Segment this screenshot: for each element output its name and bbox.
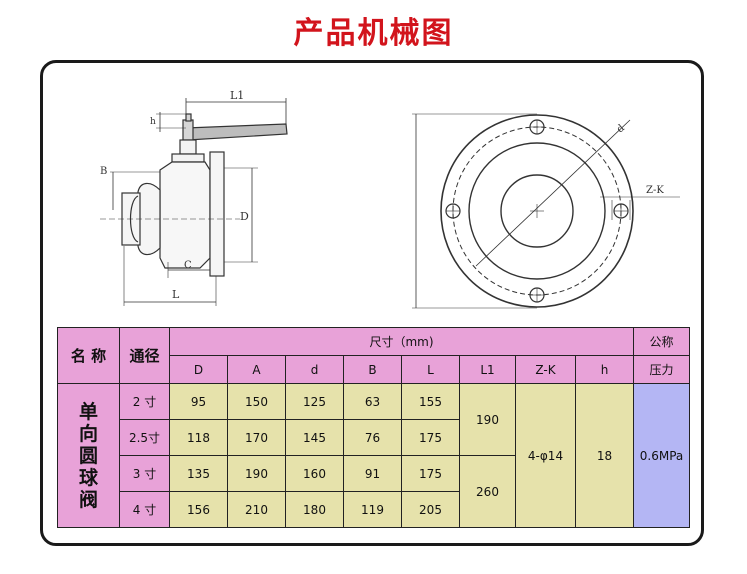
cell-a: 150 <box>227 383 286 420</box>
header-h: h <box>575 355 634 384</box>
bore-cell: 4 寸 <box>119 491 170 528</box>
product-char: 球 <box>78 466 98 489</box>
cell-d-small: 180 <box>285 491 344 528</box>
bore-cell: 2.5寸 <box>119 419 170 456</box>
product-char: 向 <box>78 422 98 445</box>
cell-a: 210 <box>227 491 286 528</box>
cell-l: 155 <box>401 383 460 420</box>
cell-a: 190 <box>227 455 286 492</box>
product-char: 圆 <box>78 444 98 467</box>
header-pressure-2: 压力 <box>633 355 690 384</box>
header-b: B <box>343 355 402 384</box>
cell-d: 118 <box>169 419 228 456</box>
label-b: B <box>100 166 107 177</box>
cell-a: 170 <box>227 419 286 456</box>
cell-zk: 4-φ14 <box>515 383 576 528</box>
label-l: L <box>172 288 180 301</box>
header-d-small: d <box>285 355 344 384</box>
header-name: 名 称 <box>57 327 120 384</box>
page-title: 产品机械图 <box>293 16 454 51</box>
product-char: 阀 <box>78 488 98 511</box>
header-size-group: 尺寸（mm) <box>169 327 634 356</box>
cell-d: 135 <box>169 455 228 492</box>
cell-l1-top: 190 <box>459 383 516 456</box>
cell-l: 175 <box>401 419 460 456</box>
cell-b: 119 <box>343 491 402 528</box>
cell-d-small: 125 <box>285 383 344 420</box>
header-zk: Z-K <box>515 355 576 384</box>
label-zk: Z-K <box>646 185 664 196</box>
label-c: C <box>184 260 192 271</box>
cell-b: 91 <box>343 455 402 492</box>
side-view <box>100 98 288 306</box>
cell-b: 76 <box>343 419 402 456</box>
label-l1: L1 <box>230 89 244 102</box>
cell-b: 63 <box>343 383 402 420</box>
header-bore: 通径 <box>119 327 170 384</box>
cell-l1-bottom: 260 <box>459 455 516 528</box>
cell-l: 175 <box>401 455 460 492</box>
header-l1: L1 <box>459 355 516 384</box>
cell-pressure: 0.6MPa <box>633 383 690 528</box>
cell-d: 156 <box>169 491 228 528</box>
cell-h: 18 <box>575 383 634 528</box>
header-pressure-1: 公称 <box>633 327 690 356</box>
product-char: 单 <box>78 400 98 423</box>
label-d-big: D <box>240 210 249 223</box>
header-l: L <box>401 355 460 384</box>
label-h: h <box>150 117 156 127</box>
bore-cell: 3 寸 <box>119 455 170 492</box>
cell-d: 95 <box>169 383 228 420</box>
cell-d-small: 145 <box>285 419 344 456</box>
flange-view <box>412 113 680 309</box>
header-a: A <box>227 355 286 384</box>
header-d: D <box>169 355 228 384</box>
cell-l: 205 <box>401 491 460 528</box>
cell-d-small: 160 <box>285 455 344 492</box>
spec-table: 名 称 通径 尺寸（mm) 公称 D A d B L L1 Z-K h 压力 单… <box>57 327 690 528</box>
bore-cell: 2 寸 <box>119 383 170 420</box>
product-name: 单 向 圆 球 阀 <box>57 383 120 528</box>
drawing-frame <box>40 60 704 546</box>
